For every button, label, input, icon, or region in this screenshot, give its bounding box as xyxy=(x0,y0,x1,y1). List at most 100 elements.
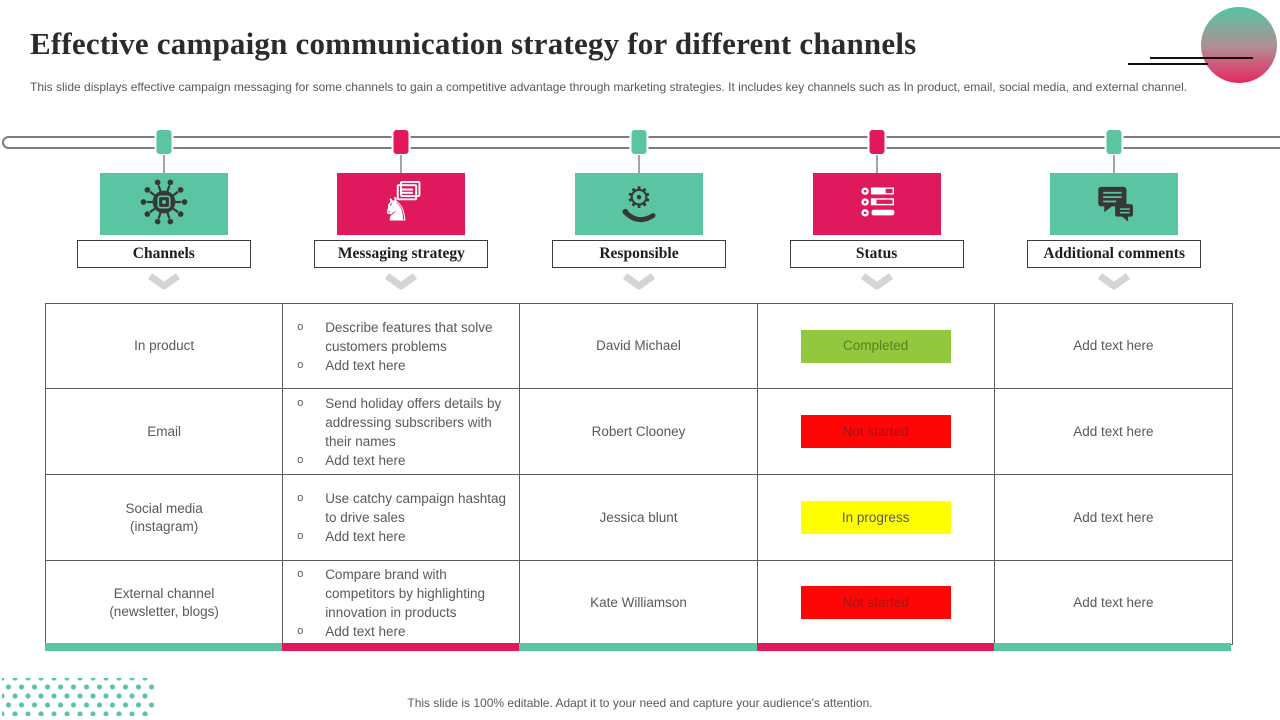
column-header-status: Status xyxy=(758,128,996,303)
campaign-table: In product o Describe features that solv… xyxy=(45,303,1233,645)
accent-bar xyxy=(45,643,283,651)
chevron-down-icon xyxy=(385,273,418,290)
network-hub-icon xyxy=(138,176,190,233)
list-item: o Add text here xyxy=(293,622,513,641)
responsible-cell: Kate Williamson xyxy=(520,561,758,644)
bullet-text: Add text here xyxy=(325,623,406,639)
page-title: Effective campaign communication strateg… xyxy=(30,26,917,61)
comment-cell[interactable]: Add text here xyxy=(994,475,1232,561)
gradient-circle-decoration xyxy=(1201,7,1277,83)
status-badge: Completed xyxy=(800,329,951,363)
status-cell: Completed xyxy=(757,304,995,389)
checklist-progress-icon xyxy=(850,176,904,233)
bullet-text: Compare brand with competitors by highli… xyxy=(325,566,486,620)
column-label-additional-comments: Additional comments xyxy=(1027,240,1202,268)
timeline-marker xyxy=(391,128,411,156)
comment-cell[interactable]: Add text here xyxy=(994,389,1232,475)
comment-cell[interactable]: Add text here xyxy=(1073,594,1154,610)
messaging-cell: o Send holiday offers details by address… xyxy=(283,389,521,475)
column-label-responsible: Responsible xyxy=(551,240,726,268)
table-accent-bars xyxy=(45,643,1232,651)
connector-line xyxy=(400,155,402,173)
responsible-cell: Robert Clooney xyxy=(520,389,758,475)
list-item: o Add text here xyxy=(293,451,513,470)
responsible-cell: David Michael xyxy=(520,304,758,389)
channel-cell: External channel (newsletter, blogs) xyxy=(46,561,284,644)
timeline-marker xyxy=(154,128,174,156)
chess-knight-message-icon: ♞ xyxy=(375,176,427,233)
status-icon-box xyxy=(812,173,941,235)
connector-line xyxy=(1113,155,1115,173)
column-header-responsible: ⚙ Responsible xyxy=(520,128,758,303)
channel-cell: In product xyxy=(46,304,284,389)
channels-icon-box xyxy=(99,173,228,235)
chevron-down-icon xyxy=(622,273,656,290)
status-cell: In progress xyxy=(757,475,995,561)
messaging-cell: o Use catchy campaign hashtag to drive s… xyxy=(283,475,521,561)
bullet-icon: o xyxy=(297,358,304,371)
svg-text:♞: ♞ xyxy=(382,190,411,228)
comment-cell[interactable]: Add text here xyxy=(994,304,1232,389)
slide-subtitle: This slide displays effective campaign m… xyxy=(30,80,1188,94)
responsible-icon-box: ⚙ xyxy=(574,173,703,235)
column-header-channels: Channels xyxy=(45,128,283,303)
connector-line xyxy=(638,155,640,173)
status-badge: In progress xyxy=(800,501,951,534)
list-item: o Compare brand with competitors by high… xyxy=(293,565,513,622)
bullet-icon: o xyxy=(297,320,304,333)
list-item: o Use catchy campaign hashtag to drive s… xyxy=(293,489,513,527)
svg-text:⚙: ⚙ xyxy=(626,180,652,214)
column-label-status: Status xyxy=(789,240,964,268)
accent-bar xyxy=(756,643,994,651)
bullet-icon: o xyxy=(297,396,304,409)
hand-gear-icon: ⚙ xyxy=(613,176,665,233)
chevron-down-icon xyxy=(860,273,893,290)
decorative-line xyxy=(1150,57,1253,59)
status-badge: Not started xyxy=(800,415,951,448)
list-item: o Send holiday offers details by address… xyxy=(293,394,513,451)
bullet-text: Add text here xyxy=(325,452,406,468)
list-item: o Describe features that solve customers… xyxy=(293,318,513,356)
channel-cell: Social media (instagram) xyxy=(46,475,284,561)
messaging-strategy-icon-box: ♞ xyxy=(337,173,466,235)
list-item: o Add text here xyxy=(293,356,513,375)
column-label-messaging-strategy: Messaging strategy xyxy=(314,240,489,268)
timeline-header: Channels ♞ xyxy=(0,128,1280,303)
dot-pattern-decoration xyxy=(2,678,154,716)
decorative-line xyxy=(1128,63,1208,65)
status-badge: Not started xyxy=(800,586,951,619)
timeline-marker xyxy=(629,128,649,156)
status-cell: Not started xyxy=(757,389,995,475)
bullet-text: Add text here xyxy=(325,529,406,544)
chevron-down-icon xyxy=(1098,273,1131,290)
connector-line xyxy=(163,155,165,173)
status-cell: Not started xyxy=(758,561,995,644)
timeline-marker xyxy=(867,128,887,156)
bullet-icon: o xyxy=(297,453,304,466)
additional-comments-icon-box xyxy=(1050,173,1179,235)
bullet-text: Add text here xyxy=(325,357,406,373)
list-item: o Add text here xyxy=(293,527,513,546)
messaging-cell: o Describe features that solve customers… xyxy=(283,304,521,389)
column-header-additional-comments: Additional comments xyxy=(995,128,1233,303)
column-label-channels: Channels xyxy=(76,240,251,268)
timeline-marker xyxy=(1104,128,1124,156)
chat-comments-icon xyxy=(1088,176,1140,233)
messaging-cell: o Compare brand with competitors by high… xyxy=(283,561,521,644)
accent-bar xyxy=(519,643,757,651)
chevron-down-icon xyxy=(147,273,180,290)
accent-bar xyxy=(993,643,1232,651)
column-header-messaging-strategy: ♞ Messaging strategy xyxy=(283,128,521,303)
bullet-text: Use catchy campaign hashtag to drive sal… xyxy=(325,491,507,525)
bullet-text: Describe features that solve customers p… xyxy=(325,319,493,354)
bullet-icon: o xyxy=(297,624,304,637)
connector-line xyxy=(876,155,878,173)
bullet-text: Send holiday offers details by addressin… xyxy=(325,395,502,449)
footer-note: This slide is 100% editable. Adapt it to… xyxy=(407,696,873,710)
responsible-cell: Jessica blunt xyxy=(520,475,758,561)
channel-cell: Email xyxy=(46,389,284,475)
bullet-icon: o xyxy=(297,530,304,542)
accent-bar xyxy=(282,643,520,651)
bullet-icon: o xyxy=(297,492,304,504)
bullet-icon: o xyxy=(297,567,304,580)
